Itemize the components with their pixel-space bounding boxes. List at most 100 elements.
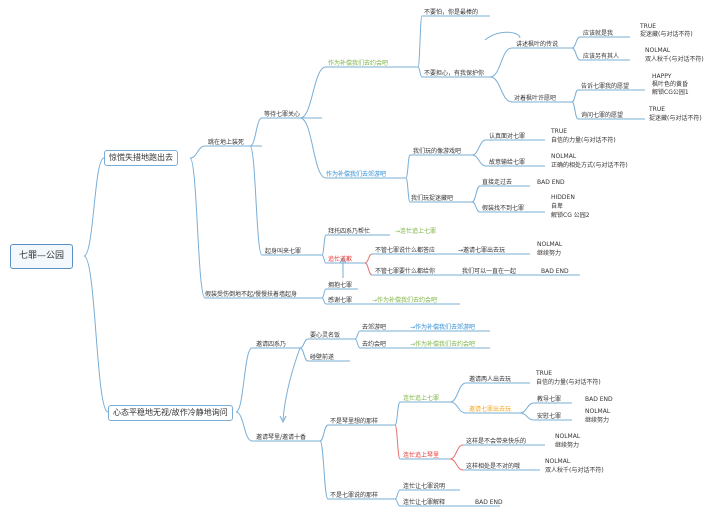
edge-b2-m2 [235,411,253,442]
node-pretend-not-find[interactable]: 假装找不到七罪 [482,205,525,212]
node-invite-both[interactable]: 邀请两人出去玩 [469,376,512,383]
end-hidden: HIDDEN [551,194,575,201]
edge-n1-n1b [249,145,263,256]
node-lose-on-purpose[interactable]: 故意输给七罪 [489,159,526,166]
edge-n2-thank [321,297,327,305]
edge-b2-m1 [235,347,253,413]
edge-n1b-red [321,254,327,264]
node-date-compensation[interactable]: 作为补偿我们去约会吧 [328,60,389,67]
edge-p2-b [471,201,481,213]
node-wait-care[interactable]: 等待七罪关心 [264,111,301,118]
edge-wish-2 [571,101,579,120]
edge-red-r1 [364,253,373,264]
edge-q1-red [394,424,401,460]
node-thank-natsumi[interactable]: 感谢七罪 [328,297,353,304]
end-normal-4: NOLMAL [585,408,611,415]
end-bad-3: BAD END [585,396,613,403]
edge-root-b1 [83,157,105,257]
node-meal-plan[interactable]: 要心灵名饭 [310,332,341,339]
node-invite-natsumi[interactable]: →邀请七罪出去玩 [458,247,506,254]
branch-panic-run[interactable]: 惊慌失措地跑出去 [104,150,178,166]
node-invite-kotori[interactable]: 邀请琴里/邀请十香 [256,434,307,441]
node-chase-kotori[interactable]: 连忙追上琴里 [403,452,440,459]
edge-m1a-y [354,338,361,349]
node-apologize[interactable]: 追忙道歉 [328,256,353,263]
end-happy: HAPPY [652,73,672,80]
link-date-compensation-2[interactable]: →作为补偿我们去约会吧 [410,341,476,348]
end-bad-2: BAD END [541,268,569,275]
edge-green-c1 [449,382,467,403]
node-not-natsumi-way[interactable]: 不是七罪说的那样 [330,492,379,499]
node-go-date[interactable]: 去约会吧 [362,341,387,348]
end-normal-4-detail: 继续努力 [585,417,610,424]
edge-m2-q2 [319,440,329,500]
end-happy-detail-1: 枫叶色的黄昏 [652,81,689,88]
end-true-4-detail: 自信的力量(与对话不符) [536,379,601,386]
node-ask-wish[interactable]: 询问七罪的愿望 [581,112,624,119]
node-tell-wish[interactable]: 告诉七罪我的愿望 [581,83,630,90]
node-no-happiness[interactable]: 这样是不会带来快乐的 [466,438,527,445]
node-comfort-natsumi[interactable]: 安慰七罪 [537,413,562,420]
node-fake-injury[interactable]: 假装受伤倒地不起/慢慢扶着墙起身 [205,291,298,298]
edge-p1-b [471,154,487,167]
node-always-together[interactable]: 我们可以一直在一起 [462,268,517,275]
end-true-2: TRUE [649,106,666,113]
link-chase-natsumi[interactable]: →连忙追上七罪 [395,228,437,235]
edge-wish-1 [571,89,579,103]
end-normal-1: NOLMAL [645,47,671,54]
node-face-seriously[interactable]: 认真面对七罪 [489,133,526,140]
edge-b1-n1 [189,145,206,159]
end-true-2-detail: 捉迷藏(与对话不符) [649,115,702,122]
end-normal-3: NOLMAL [537,241,563,248]
edge-g2-wish [489,76,513,103]
node-outing-compensation[interactable]: 作为补偿我们去郊游吧 [326,171,387,178]
edge-green-orange [449,401,467,414]
edge-q2-e1 [394,489,401,500]
node-should-be-me[interactable]: 应该就是我 [583,30,614,37]
branch-calm-ignore[interactable]: 心态平稳地无视/故作冷静地询问 [108,405,233,421]
node-walk-over[interactable]: 直接走过去 [482,179,513,186]
node-invite-natsumi-out[interactable]: 邀请七罪出去玩 [469,406,512,413]
link-date-compensation[interactable]: →作为补偿我们去约会吧 [372,297,438,304]
end-hidden-detail-2: 解锁CG 公园2 [551,212,590,219]
node-hug-natsumi[interactable]: 拥抱七罪 [328,282,353,289]
edge-green-g2 [417,66,423,78]
node-someone-else[interactable]: 应该另有其人 [583,53,620,60]
node-play-game[interactable]: 我们玩的像游戏吧 [413,148,462,155]
edge-n1-n1a [249,117,263,147]
edge-p1-a [471,139,487,156]
edge-legend-a [571,36,581,49]
edge-green-g1 [417,15,423,68]
node-invite-yoshino[interactable]: 邀请四系乃 [256,341,287,348]
link-outing-compensation[interactable]: →作为补偿我们去郊游吧 [410,324,476,331]
node-give-anything[interactable]: 不管七罪要什么都给你 [375,268,436,275]
node-wall-before[interactable]: 碰壁前遂 [310,354,335,361]
node-teach-natsumi[interactable]: 教导七罪 [537,396,562,403]
end-happy-detail-2: 解锁CG公园1 [652,89,689,96]
node-wish-maple[interactable]: 对着枫叶许愿吧 [514,95,557,102]
edge-q2-e2 [394,498,401,507]
node-agree-anything[interactable]: 不管七罪说什么都答应 [375,247,436,254]
end-true-4: TRUE [536,370,553,377]
node-not-kotori-way[interactable]: 不是琴里想的那样 [330,418,379,425]
node-let-justify[interactable]: 连忙让七罪解释 [403,499,446,506]
node-fake-death[interactable]: 跳在地上装死 [208,139,245,146]
edge-m1-a [299,338,309,349]
node-chase-natsumi[interactable]: 连忙追上七罪 [403,395,440,402]
node-wrong-way[interactable]: 这样相处是不对的哦 [466,463,521,470]
node-maple-legend[interactable]: 讲述枫叶的传说 [516,41,559,48]
node-dont-worry[interactable]: 不要担心，有我保护你 [424,70,485,77]
edge-g2-legend [489,47,513,78]
cross-link-arrowhead [279,415,287,424]
node-ask-yoshino[interactable]: 拜托四系乃帮忙 [328,228,371,235]
node-get-up-call[interactable]: 起身叫来七罪 [265,248,302,255]
end-normal-2: NOLMAL [551,153,577,160]
edge-legend-b [571,47,581,61]
node-hide-seek[interactable]: 我们玩捉迷藏吧 [411,195,454,202]
node-let-explain[interactable]: 连忙让七罪说明 [403,483,446,490]
node-go-outing[interactable]: 去郊游吧 [362,324,387,331]
edge-m1-b [299,347,309,362]
node-dont-fear[interactable]: 不要怕，你是最棒的 [424,9,479,16]
root-node[interactable]: 七罪—公园 [10,244,74,269]
